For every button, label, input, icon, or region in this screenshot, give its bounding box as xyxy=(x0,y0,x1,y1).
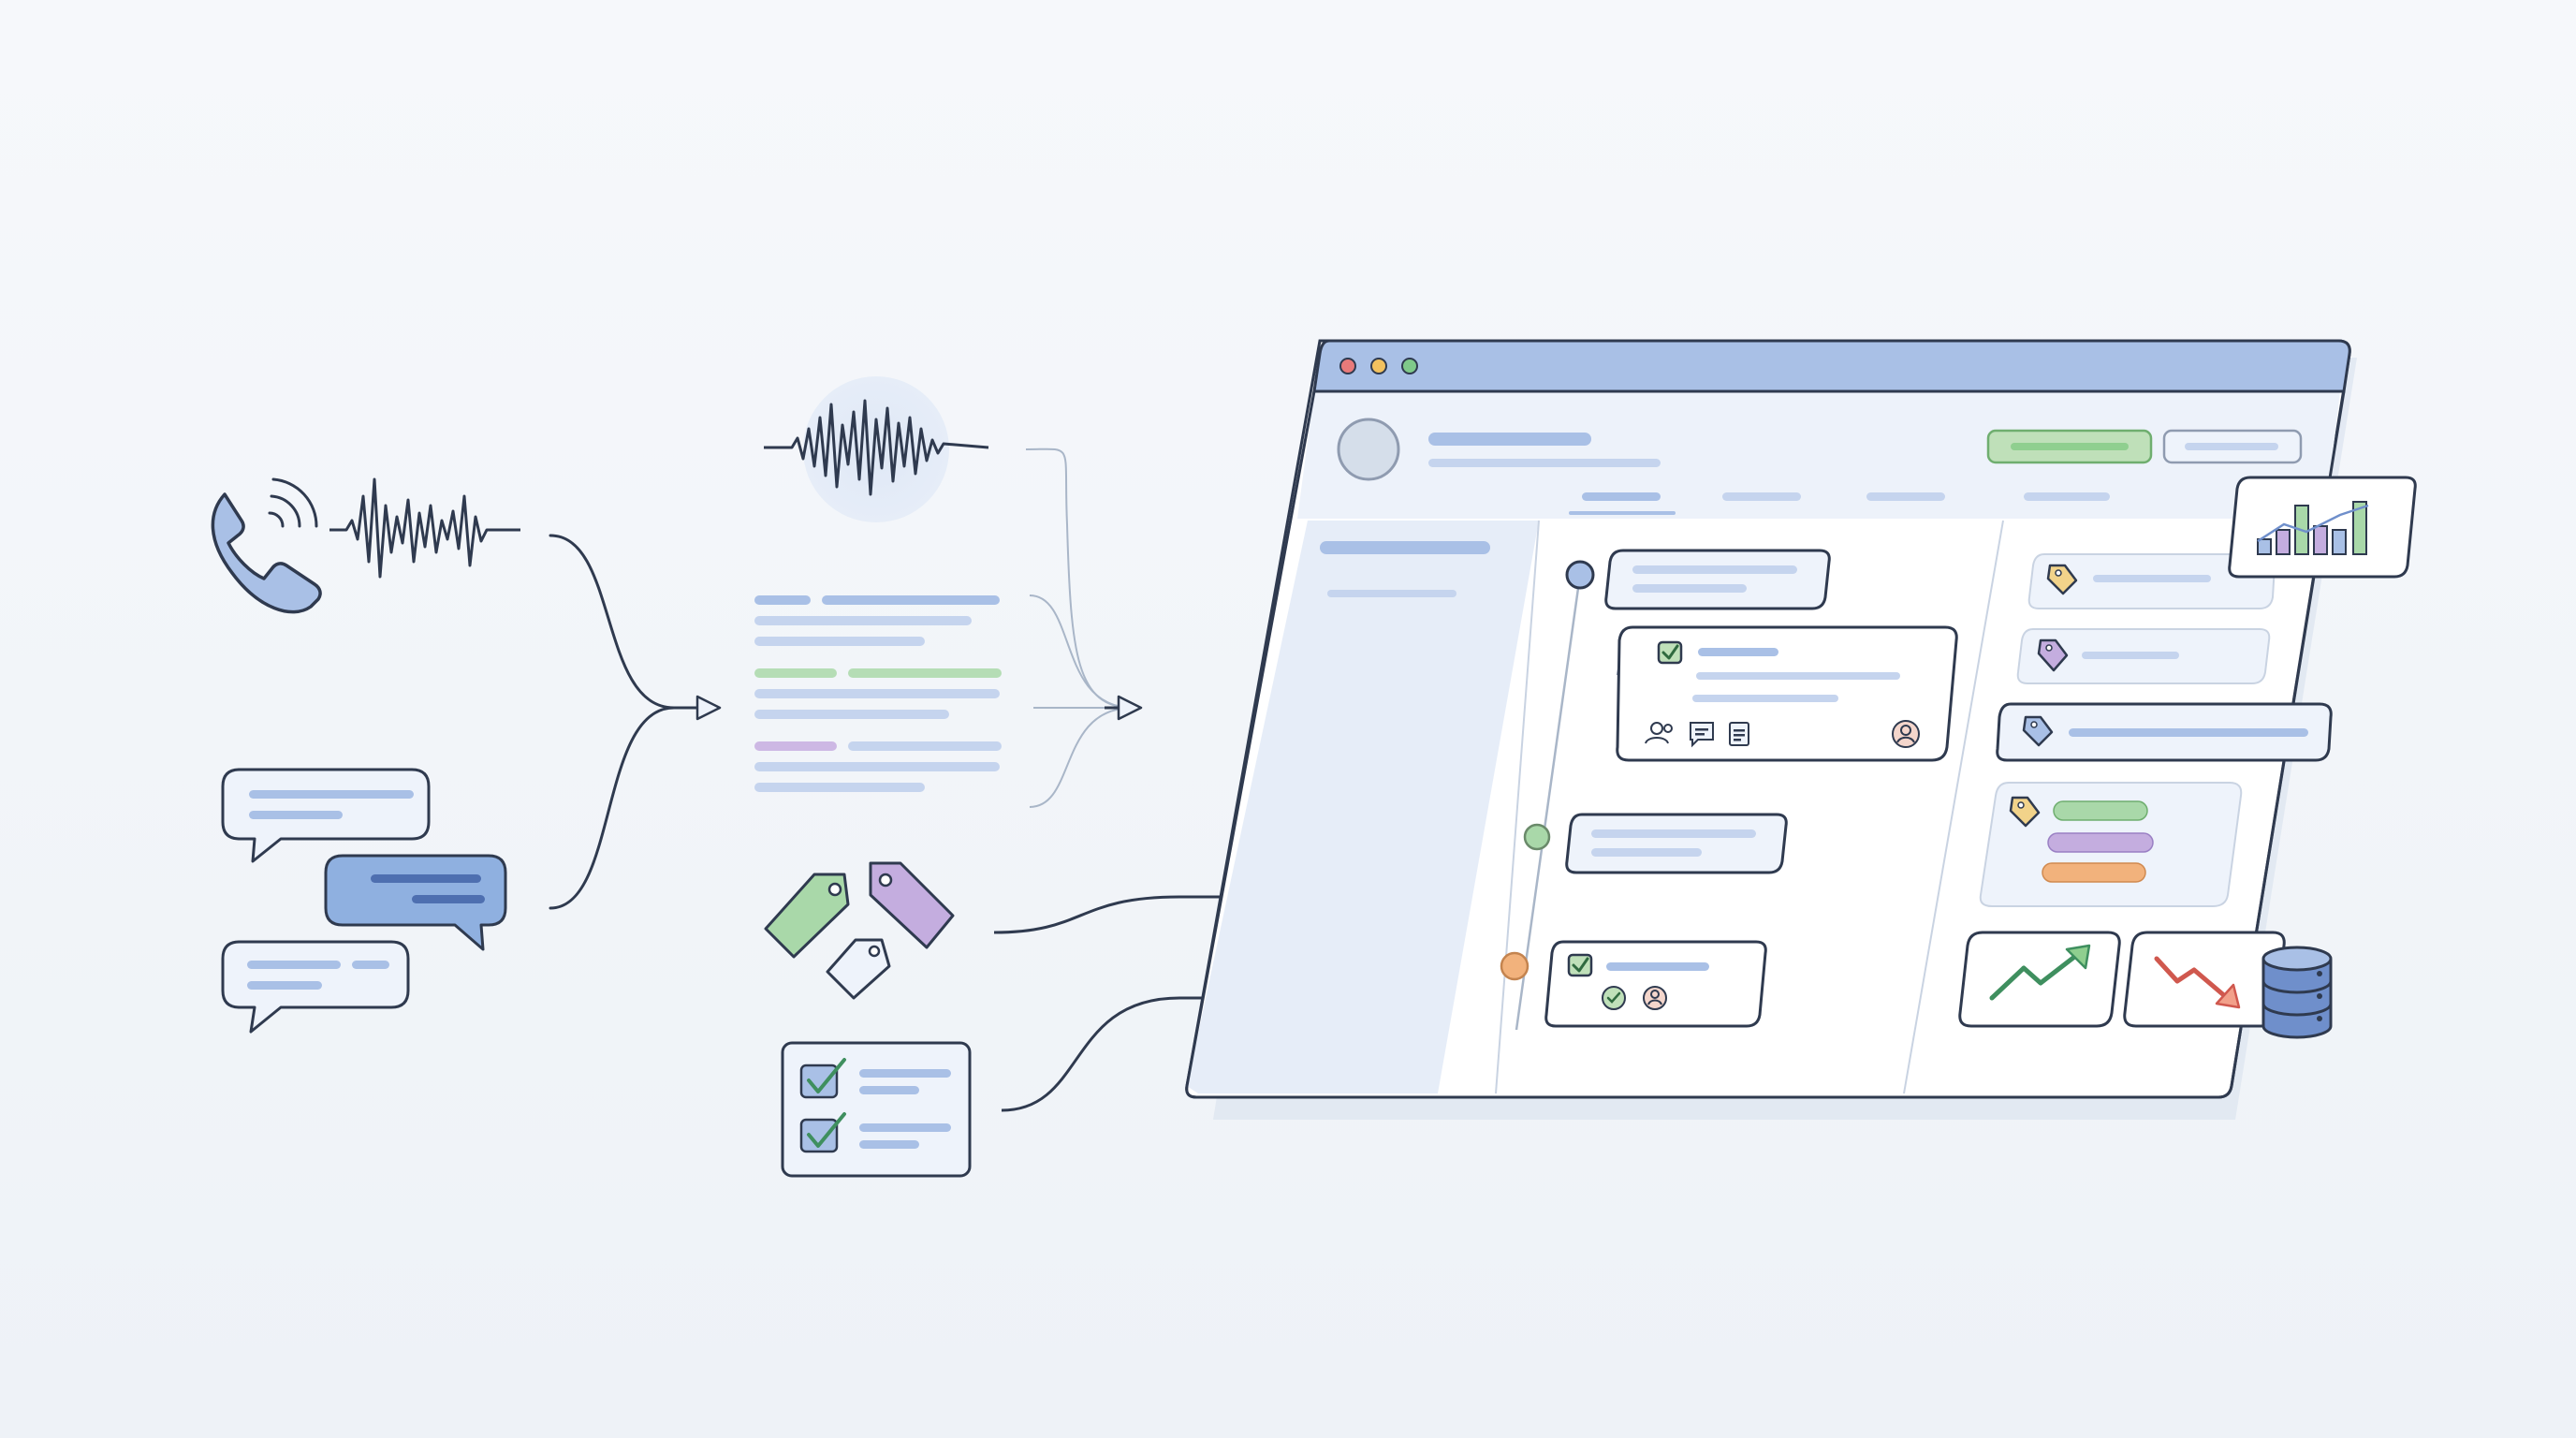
timeline-card[interactable] xyxy=(1565,813,1788,874)
tab-4[interactable] xyxy=(2024,492,2110,501)
comment-icon[interactable] xyxy=(1690,722,1714,748)
tag-connector xyxy=(993,884,1441,1112)
check-circle-icon xyxy=(1602,986,1626,1010)
tag-row[interactable] xyxy=(2027,553,2276,609)
timeline-line xyxy=(1515,574,1582,1031)
timeline-dot xyxy=(1565,560,1595,590)
window-maximize-button[interactable] xyxy=(1401,358,1418,374)
window-titlebar xyxy=(1312,339,2351,393)
secondary-action-button[interactable] xyxy=(2162,429,2303,464)
tab-3[interactable] xyxy=(1866,492,1945,501)
tag-icon xyxy=(764,873,850,959)
chat-bubble-icon xyxy=(221,940,410,1034)
tag-row[interactable] xyxy=(1996,702,2333,762)
tab-2[interactable] xyxy=(1722,492,1801,501)
tag-icon xyxy=(2037,638,2069,672)
tag-row[interactable] xyxy=(2016,628,2271,684)
header-title-line xyxy=(1428,433,1591,446)
timeline-dot xyxy=(1500,951,1530,981)
tag-icon xyxy=(2046,564,2078,595)
transcript-lines xyxy=(754,595,1002,792)
timeline-card[interactable] xyxy=(1604,549,1831,610)
audio-waveform-icon xyxy=(764,399,989,496)
merge-connector xyxy=(549,534,722,910)
checklist-icon xyxy=(781,1041,972,1178)
timeline-card-expanded[interactable] xyxy=(1616,625,1958,762)
sidebar-heading-line xyxy=(1320,541,1490,554)
trend-up-icon xyxy=(1989,944,2091,1001)
chat-bubble-icon xyxy=(324,854,507,951)
column-divider xyxy=(1495,520,1540,1094)
user-avatar-icon xyxy=(1892,720,1920,748)
user-avatar-icon xyxy=(1643,986,1667,1010)
sound-waves-icon xyxy=(268,477,318,528)
tag-row-bars[interactable] xyxy=(1979,782,2243,907)
bar-chart-icon xyxy=(2228,476,2417,579)
window-close-button[interactable] xyxy=(1339,358,1356,374)
waveform-glow xyxy=(803,376,949,522)
sidebar-line xyxy=(1327,590,1456,597)
tag-icon xyxy=(869,861,955,949)
avatar-icon xyxy=(1337,418,1400,481)
summary-connectors xyxy=(1025,448,1134,808)
chat-bubble-icon xyxy=(221,768,431,863)
tab-active[interactable] xyxy=(1569,492,1676,515)
document-icon[interactable] xyxy=(1729,722,1749,746)
header-subtitle-line xyxy=(1428,459,1661,467)
tag-icon xyxy=(2022,715,2054,747)
timeline-card[interactable] xyxy=(1544,940,1767,1028)
database-icon xyxy=(2261,946,2333,1039)
trend-down-icon xyxy=(2154,956,2241,1009)
tag-icon xyxy=(826,938,891,1000)
trend-up-card[interactable] xyxy=(1958,931,2121,1028)
trend-down-card[interactable] xyxy=(2123,931,2286,1028)
audio-waveform-icon xyxy=(329,477,520,579)
column-divider xyxy=(1903,520,2004,1094)
people-icon[interactable] xyxy=(1645,722,1673,744)
tag-icon xyxy=(2009,796,2041,828)
primary-action-button[interactable] xyxy=(1986,429,2153,464)
window-minimize-button[interactable] xyxy=(1370,358,1387,374)
phone-icon xyxy=(211,492,322,614)
timeline-dot xyxy=(1523,823,1551,851)
